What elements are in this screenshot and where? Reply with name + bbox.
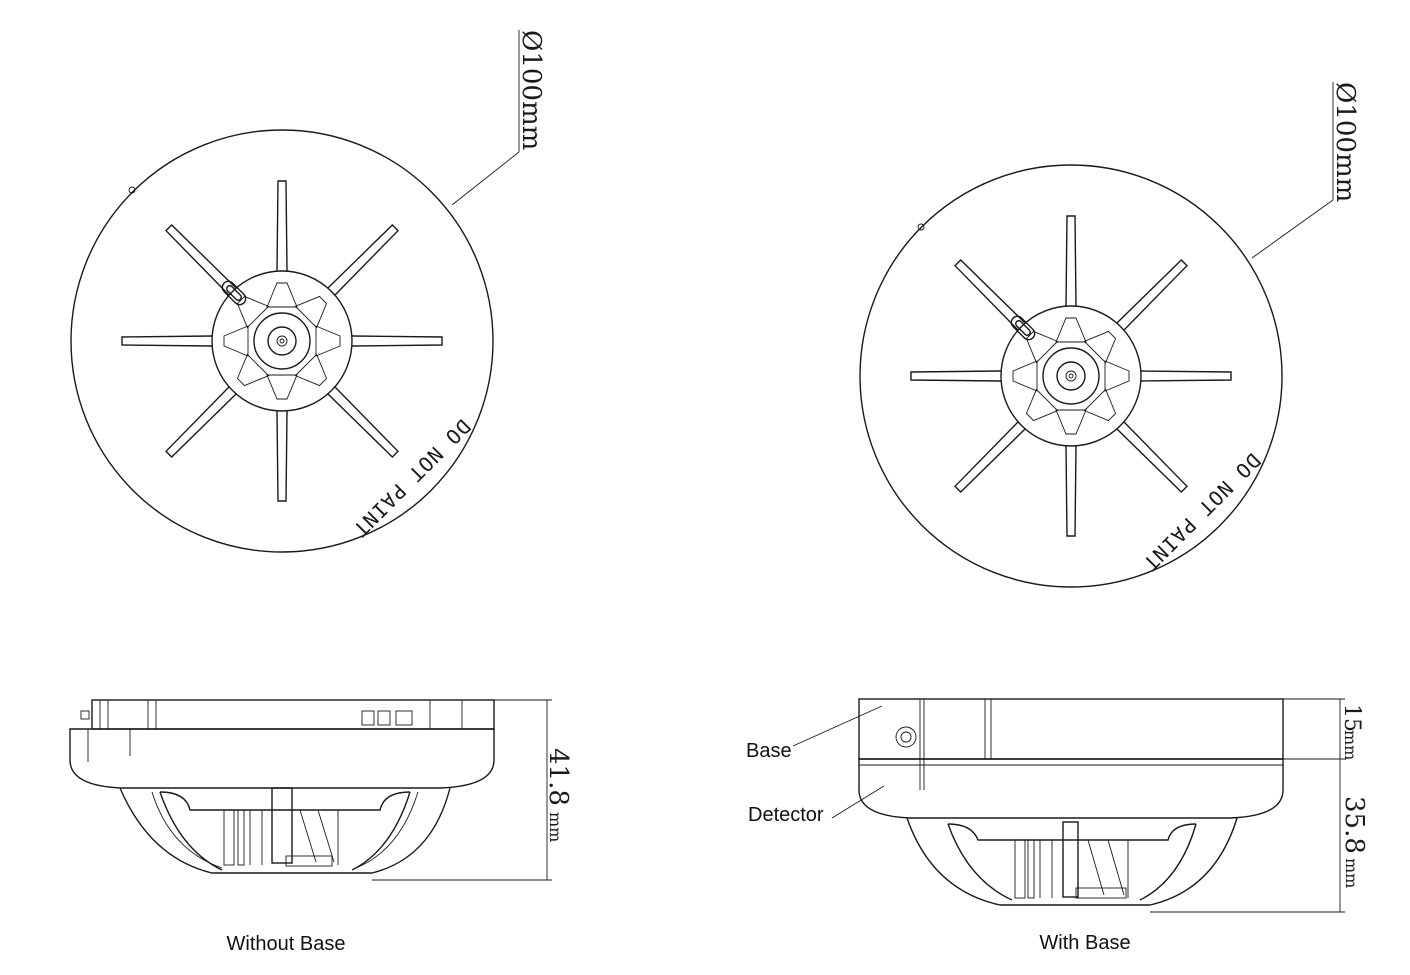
diameter-label-right: Ø100mm [1330,82,1360,202]
top-view-right: Ø100mm DO NOT PAINT [859,82,1360,588]
base-label: Base [746,740,792,762]
caption-without-base: Without Base [227,933,346,955]
detector-height-value: 35.8 [1339,796,1369,854]
side-view-without-base: 41.8 mm Without Base [69,699,573,955]
detector-label: Detector [748,804,824,826]
base-height-value: 15 [1339,704,1364,732]
top-view-left: Ø100mm DO NOT PAINT [70,30,546,553]
height-unit-without-base: mm [546,812,565,842]
side-view-with-base: Base Detector 15 mm 35.8 mm With Base [746,698,1369,954]
base-height-unit: mm [1341,730,1360,760]
caption-with-base: With Base [1039,932,1130,954]
do-not-paint-stamp-left: DO NOT PAINT [348,414,476,542]
diameter-label-left: Ø100mm [516,30,546,150]
detector-height-unit: mm [1342,858,1361,888]
height-value-without-base: 41.8 [543,748,573,806]
